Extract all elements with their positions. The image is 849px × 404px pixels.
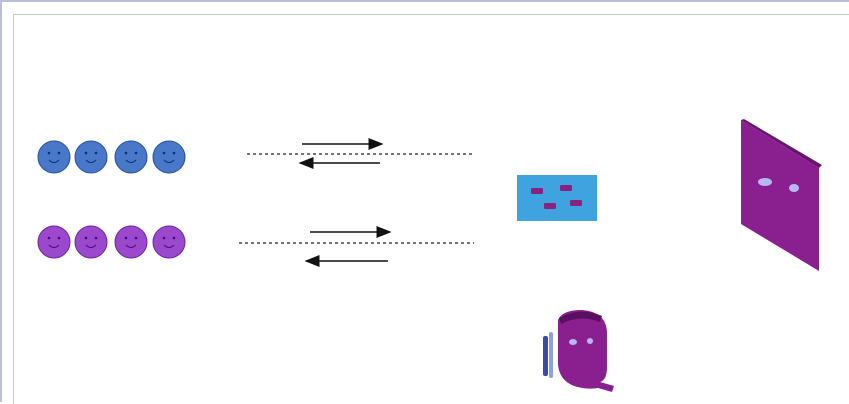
blue-smiley-ball-icon bbox=[74, 140, 108, 174]
ball-face bbox=[114, 140, 148, 174]
card-mark bbox=[544, 203, 556, 209]
purple-smiley-ball-icon bbox=[152, 225, 186, 259]
frame-top-line bbox=[13, 14, 849, 15]
purple-figure-icon bbox=[543, 310, 614, 392]
ball-eye bbox=[94, 236, 98, 240]
card-mark bbox=[560, 185, 572, 191]
card-mark bbox=[570, 200, 582, 206]
ball-eye bbox=[57, 236, 61, 240]
ball-face bbox=[74, 225, 108, 259]
ball-eye bbox=[84, 151, 88, 155]
panel-dot bbox=[789, 184, 799, 192]
equilibrium-arrows-row-2 bbox=[239, 226, 474, 267]
ball-eye bbox=[84, 236, 88, 240]
ball-smile bbox=[48, 244, 60, 248]
ball-eye bbox=[162, 236, 166, 240]
ball-face bbox=[152, 140, 186, 174]
ball-smile bbox=[48, 159, 60, 163]
purple-smiley-ball-icon bbox=[74, 225, 108, 259]
blue-smiley-ball-icon bbox=[114, 140, 148, 174]
ball-eye bbox=[47, 151, 51, 155]
ball-smile bbox=[125, 159, 137, 163]
frame-left-line bbox=[13, 14, 14, 404]
ball-eye bbox=[57, 151, 61, 155]
equilibrium-arrows-row-1 bbox=[247, 138, 474, 169]
purple-smiley-ball-icon bbox=[37, 225, 71, 259]
ball-smile bbox=[125, 244, 137, 248]
ball-smile bbox=[163, 244, 175, 248]
purple-panel-icon bbox=[741, 119, 822, 271]
blue-smiley-ball-icon bbox=[37, 140, 71, 174]
balls-layer bbox=[37, 140, 186, 259]
panel-face bbox=[741, 120, 819, 271]
ball-eye bbox=[172, 236, 176, 240]
figure-bar bbox=[549, 332, 553, 378]
blue-card-bg bbox=[517, 175, 597, 221]
ball-eye bbox=[124, 151, 128, 155]
ball-eye bbox=[124, 236, 128, 240]
ball-face bbox=[74, 140, 108, 174]
purple-smiley-ball-icon bbox=[114, 225, 148, 259]
figure-bar bbox=[543, 336, 548, 376]
blue-smiley-ball-icon bbox=[152, 140, 186, 174]
ball-face bbox=[114, 225, 148, 259]
ball-face bbox=[37, 225, 71, 259]
figure-body bbox=[558, 310, 614, 392]
panel-edge bbox=[741, 119, 822, 168]
ball-smile bbox=[85, 159, 97, 163]
figure-eye bbox=[587, 338, 593, 344]
ball-eye bbox=[94, 151, 98, 155]
blue-card-icon bbox=[517, 175, 597, 221]
ball-eye bbox=[172, 151, 176, 155]
ball-smile bbox=[163, 159, 175, 163]
figure-cap bbox=[559, 311, 602, 324]
ball-face bbox=[37, 140, 71, 174]
ball-eye bbox=[134, 236, 138, 240]
ball-face bbox=[152, 225, 186, 259]
panel-dot bbox=[758, 178, 772, 186]
ball-eye bbox=[134, 151, 138, 155]
ball-eye bbox=[162, 151, 166, 155]
card-mark bbox=[531, 188, 543, 194]
ball-eye bbox=[47, 236, 51, 240]
ball-smile bbox=[85, 244, 97, 248]
figure-eye bbox=[569, 339, 577, 345]
